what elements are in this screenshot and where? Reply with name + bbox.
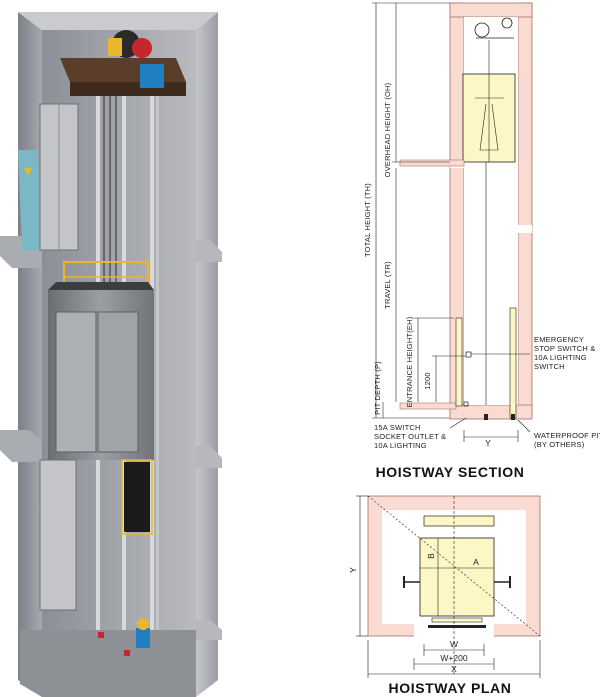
elevator-shaft-render	[0, 12, 222, 697]
callout-emergency: EMERGENCY STOP SWITCH & 10A LIGHTING SWI…	[534, 335, 596, 371]
plan-dim-x-label: X	[451, 664, 457, 674]
svg-text:10A LIGHTING: 10A LIGHTING	[374, 441, 427, 450]
plan-dim-w200-label: W+200	[440, 653, 467, 663]
counterweight	[124, 462, 150, 532]
lower-landing-door	[39, 459, 77, 611]
hoistway-section-drawing: OVERHEAD HEIGHT (OH) TOTAL HEIGHT (TH) T…	[363, 2, 600, 480]
callout-socket-outlet: 15A SWITCH SOCKET OUTLET & 10A LIGHTING	[374, 423, 446, 450]
dim-travel-label: TRAVEL (TR)	[383, 261, 392, 309]
emergency-stop-switch	[465, 351, 472, 358]
section-opening	[518, 225, 532, 233]
section-roof	[449, 2, 533, 18]
plan-car-door	[431, 617, 483, 623]
svg-text:10A LIGHTING: 10A LIGHTING	[534, 353, 587, 362]
dim-y-label: Y	[485, 438, 491, 448]
warning-sign	[24, 168, 32, 176]
pit-floor	[20, 630, 196, 697]
section-counterweight	[509, 307, 517, 419]
shaft-left-wall	[18, 12, 42, 697]
slab-right-upper	[196, 240, 222, 262]
car-roof	[48, 282, 154, 290]
pit-buffer	[136, 628, 150, 648]
plan-dim-w-label: W	[450, 639, 458, 649]
slab-right-lower	[196, 446, 222, 468]
sheave-icon	[474, 22, 490, 38]
section-title: HOISTWAY SECTION	[376, 464, 525, 480]
car-door-left	[55, 311, 97, 453]
machine-yellow-block	[108, 38, 122, 56]
hoistway-plan-drawing: Y B A W W+200 X HOISTWAY PLAN	[348, 495, 541, 696]
callout-waterproof-pit: WATERPROOF PIT (BY OTHERS)	[534, 431, 600, 449]
car-buffer	[484, 414, 488, 420]
motor-icon	[501, 17, 513, 29]
svg-text:STOP SWITCH &: STOP SWITCH &	[534, 344, 596, 353]
dim-entrance-label: ENTRANCE HEIGHT(EH)	[405, 316, 414, 407]
plan-counterweight	[423, 515, 495, 527]
svg-text:15A SWITCH: 15A SWITCH	[374, 423, 421, 432]
dim-total-label: TOTAL HEIGHT (TH)	[363, 183, 372, 257]
cwt-buffer	[511, 414, 515, 420]
dimension-lines	[372, 2, 531, 442]
plan-sill	[428, 625, 486, 628]
section-landing-door	[455, 317, 463, 407]
section-right-wall	[517, 2, 533, 416]
tension-pulley-icon	[137, 618, 149, 630]
machine-beam	[60, 58, 186, 82]
pit-socket-outlet	[463, 401, 469, 407]
svg-text:(BY OTHERS): (BY OTHERS)	[534, 440, 585, 449]
svg-text:WATERPROOF PIT: WATERPROOF PIT	[534, 431, 600, 440]
slab-left-lower	[0, 430, 42, 462]
slab-right-pit	[196, 620, 222, 640]
counterweight-rail	[156, 80, 159, 680]
counterweight-frame	[121, 459, 153, 535]
plan-dim-b-label: B	[426, 553, 436, 559]
section-pit-floor	[449, 404, 533, 420]
dim-overhead-label: OVERHEAD HEIGHT (OH)	[383, 82, 392, 177]
machine-beam-side	[70, 82, 186, 96]
svg-text:SWITCH: SWITCH	[534, 362, 565, 371]
plan-car	[419, 537, 495, 617]
shaft-right-wall	[196, 12, 218, 697]
pit-switch	[124, 650, 130, 656]
dim-pit-label: PIT DEPTH (P)	[373, 361, 382, 415]
dim-1200-label: 1200	[423, 372, 432, 390]
shaft-top-rim	[18, 12, 218, 30]
svg-text:EMERGENCY: EMERGENCY	[534, 335, 584, 344]
pit-switch	[98, 632, 104, 638]
plan-title: HOISTWAY PLAN	[389, 680, 512, 696]
landing-panel	[18, 150, 42, 250]
brake-icon	[132, 38, 152, 58]
svg-text:SOCKET OUTLET &: SOCKET OUTLET &	[374, 432, 446, 441]
plan-dimension-lines	[356, 495, 541, 678]
car-door-right	[97, 311, 139, 453]
controller-block	[140, 64, 164, 88]
plan-dim-a-label: A	[473, 557, 479, 567]
landing-floor	[399, 159, 465, 167]
plan-dim-y-label: Y	[348, 567, 358, 573]
